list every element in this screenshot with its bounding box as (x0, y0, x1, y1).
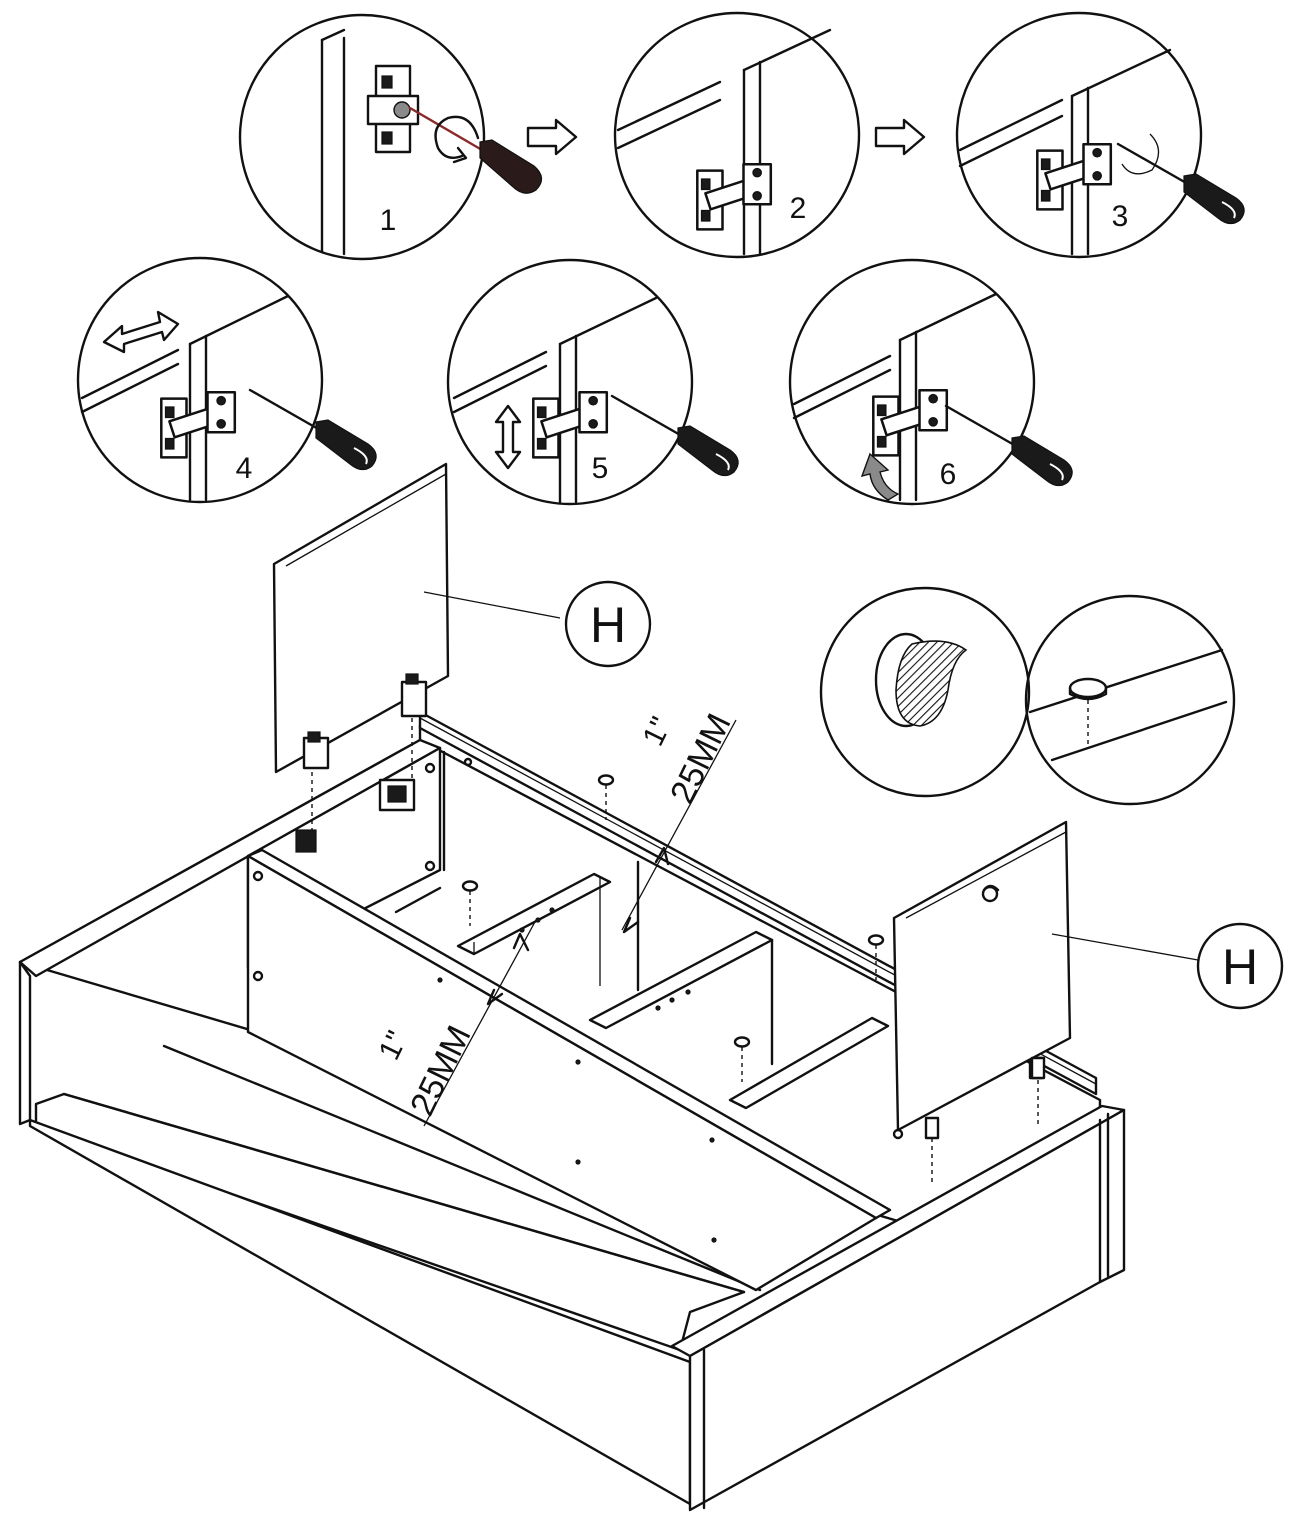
curved-arrow-icon (860, 452, 900, 501)
step-1-number: 1 (380, 204, 397, 237)
step-3-illustration: 3 (955, 11, 1246, 259)
cabinet-body (18, 531, 1126, 1512)
step-5-number: 5 (592, 452, 609, 485)
knob-detail (819, 586, 1031, 798)
rotate-arrow-icon (1121, 133, 1160, 175)
step-6-illustration: 6 (788, 258, 1074, 506)
knob-icon (874, 632, 968, 728)
knob-icon (981, 884, 1000, 903)
dimension-upper-inch: 1" (637, 712, 679, 751)
door-right-label: H (1222, 939, 1258, 995)
screwdriver-icon (944, 404, 1074, 487)
screwdriver-icon (1116, 142, 1246, 225)
door-left: H (272, 462, 652, 830)
hinge-icon (160, 391, 237, 459)
hinge-icon (1036, 143, 1113, 211)
door-right: H (892, 820, 1284, 1186)
step-4-number: 4 (236, 452, 253, 485)
step-2-illustration: 2 (613, 11, 861, 259)
hinge-icon (872, 389, 949, 457)
part-h-callout (1196, 922, 1284, 1010)
dimension-upper-mm: 25MM (663, 708, 739, 810)
door-left-label: H (590, 597, 626, 653)
screwdriver-icon (610, 394, 740, 477)
rotate-arrow-icon (434, 115, 480, 159)
step-3-number: 3 (1112, 200, 1129, 233)
step-2-number: 2 (790, 192, 807, 225)
step-5-illustration: 5 (446, 258, 740, 506)
hinge-icon (302, 673, 428, 770)
next-step-arrow-icon (526, 118, 578, 156)
double-arrow-icon (102, 310, 180, 354)
hinge-plate-icon (366, 64, 420, 154)
step-4-illustration: 4 (76, 256, 378, 504)
door-bumper-icon (1068, 677, 1108, 744)
screwdriver-icon (248, 388, 378, 471)
step-6-number: 6 (940, 458, 957, 491)
double-arrow-icon (494, 404, 522, 470)
bumper-detail (1024, 594, 1236, 806)
next-step-arrow-icon (874, 118, 926, 156)
hinge-icon (532, 391, 609, 459)
step-1-illustration: 1 (238, 13, 543, 261)
screwdriver-icon (408, 106, 543, 194)
part-h-callout (564, 580, 652, 668)
